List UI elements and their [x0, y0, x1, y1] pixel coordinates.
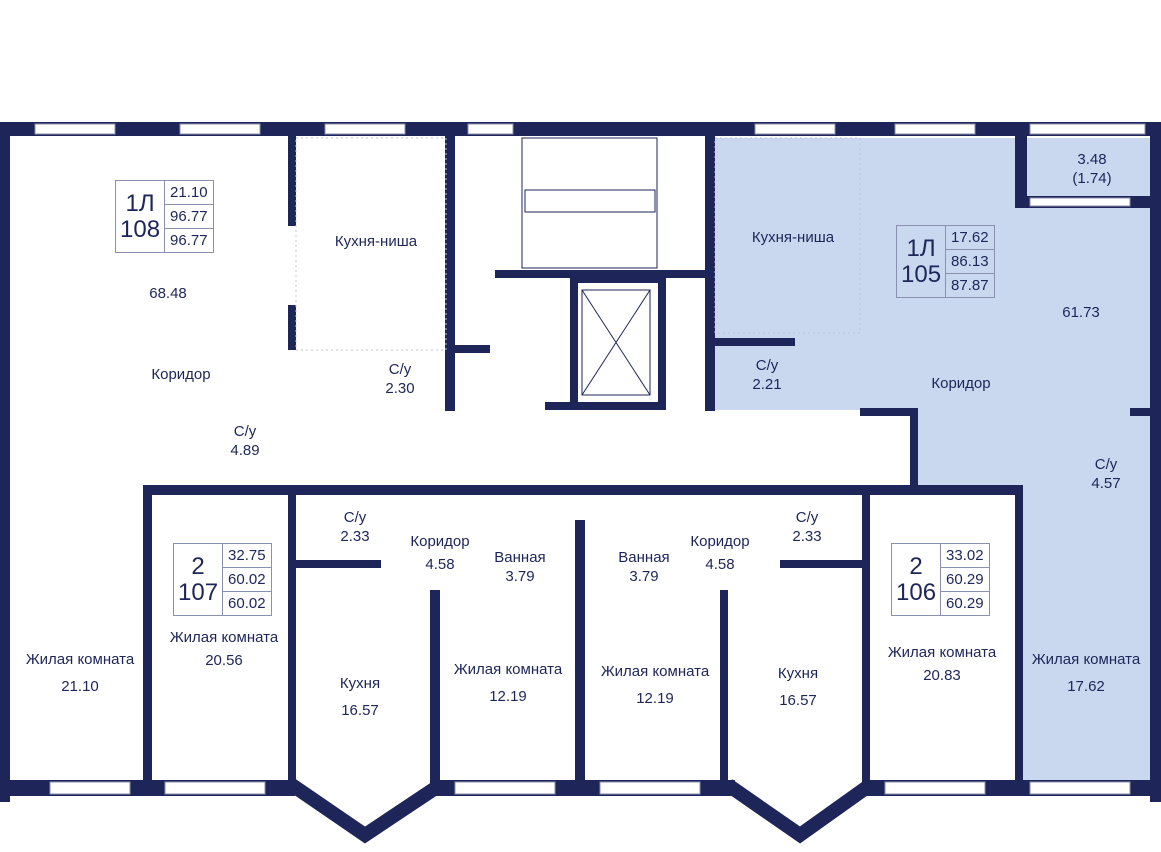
apartment-type: 1Л [125, 189, 155, 217]
apartment-number: 105 [901, 260, 942, 288]
apartment-105-highlight[interactable] [715, 138, 1150, 780]
bay-windows [288, 779, 875, 844]
apartment-number: 108 [120, 215, 161, 243]
total-area-with-balcony: 60.02 [228, 595, 266, 612]
apartment-type: 2 [191, 552, 205, 580]
room-label: Кухня-ниша [751, 229, 835, 246]
total-area-with-balcony: 96.77 [170, 232, 208, 249]
room-label: Кухня-ниша [334, 233, 418, 250]
total-area: 60.02 [223, 568, 271, 592]
apartment-type: 1Л [906, 234, 936, 262]
living-area: 17.62 [946, 226, 994, 250]
total-area-with-balcony: 87.87 [951, 277, 989, 294]
windows [34, 123, 1146, 795]
apartment-number: 106 [896, 578, 937, 606]
apartment-number: 107 [178, 578, 219, 606]
total-area: 96.77 [165, 205, 213, 229]
room-label: Коридор [931, 375, 991, 392]
stairs [521, 137, 658, 396]
room-label: 61.73 [1062, 304, 1100, 321]
total-area: 86.13 [946, 250, 994, 274]
kitchen-niche-outline [295, 137, 861, 351]
room-label: 68.48 [149, 285, 187, 302]
living-area: 33.02 [941, 544, 989, 568]
living-area: 21.10 [165, 181, 213, 205]
room-label: Коридор [151, 366, 211, 383]
apartment-type: 2 [909, 552, 923, 580]
total-area-with-balcony: 60.29 [946, 595, 984, 612]
balcony-label: 3.48(1.74) [1072, 151, 1112, 187]
total-area: 60.29 [941, 568, 989, 592]
living-area: 32.75 [223, 544, 271, 568]
